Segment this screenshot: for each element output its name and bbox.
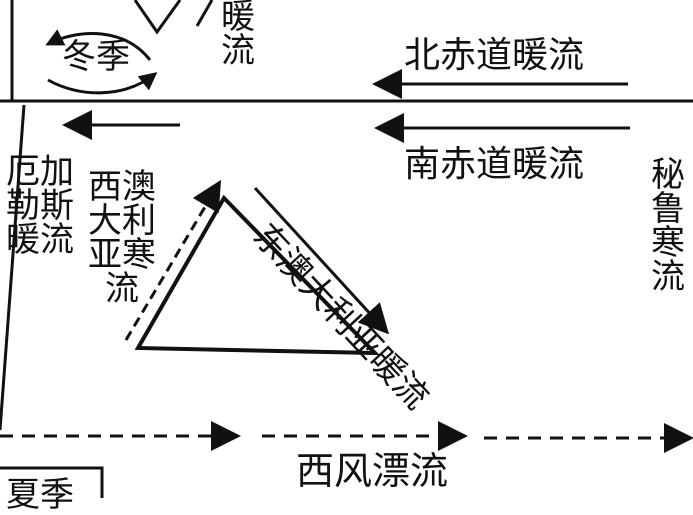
south-equatorial-label: 南赤道暖流	[404, 144, 585, 185]
winter-lower-arc	[47, 72, 158, 95]
west-australian-arrow	[124, 179, 222, 341]
west-wind-drift-label: 西风漂流	[296, 449, 449, 493]
diagram-lines	[0, 0, 693, 498]
agulhas-label: 厄加勒斯暖流	[6, 152, 74, 260]
top-warm-label: 暖流	[221, 0, 255, 71]
summer-label: 夏季	[6, 475, 74, 515]
winter-upper-arc	[45, 29, 152, 61]
winter-label: 冬季	[62, 37, 130, 77]
top-warm-current-stroke	[195, 0, 214, 27]
top-triangle-tip	[133, 0, 182, 35]
north-equatorial-label: 北赤道暖流	[404, 35, 585, 76]
australia-triangle	[134, 194, 380, 356]
peru-label: 秘鲁寒流	[651, 155, 685, 297]
summer-box	[0, 466, 104, 498]
west-australian-label: 西澳大利亚寒流	[88, 167, 156, 309]
left-slanted-line	[0, 104, 26, 431]
east-australian-arrow	[253, 186, 390, 335]
